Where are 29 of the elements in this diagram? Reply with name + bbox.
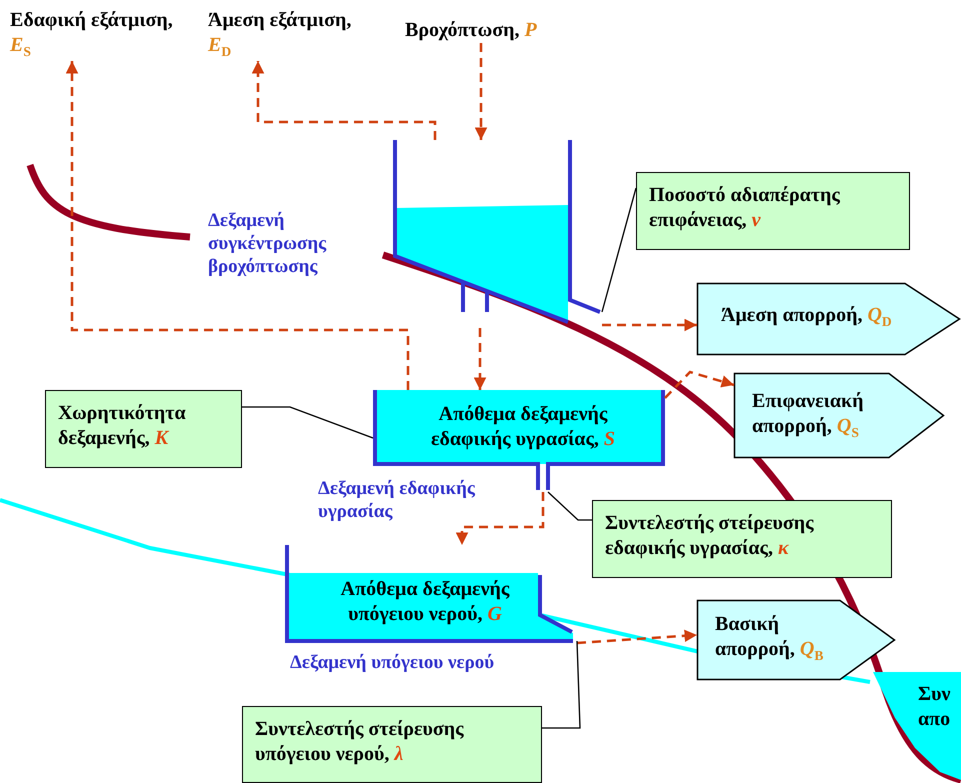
- outflow-label: Άμεση απορροή, Q$_{D}$: [721, 303, 893, 331]
- flow-arrow: [664, 370, 734, 399]
- parameter-box: Συντελεστής στείρευσης υπόγειου νερού, λ: [242, 706, 542, 783]
- flow-arrow: [66, 61, 410, 390]
- leader-line: [542, 640, 581, 729]
- flux-label: Βροχόπτωση, P: [405, 18, 605, 43]
- tank-name: Δεξαμενή εδαφικής υγρασίας: [318, 478, 476, 524]
- leader-line: [242, 406, 374, 439]
- parameter-box: Συντελεστής στείρευσης εδαφικής υγρασίας, κ: [592, 500, 892, 578]
- flow-arrow: [602, 318, 697, 332]
- channel-label: απο: [918, 707, 950, 732]
- outflow-label: Επιφανειακή απορροή, Q$_{S}$: [752, 389, 864, 442]
- flow-arrow: [456, 492, 544, 545]
- parameter-box: Χωρητικότητα δεξαμενής, K: [45, 390, 242, 468]
- storage-label: Απόθεμα δεξαμενής υπόγειου νερού, G: [340, 577, 510, 627]
- storage-label: Απόθεμα δεξαμενής εδαφικής υγρασίας, S: [430, 402, 616, 452]
- flux-label: Άμεση εξάτμιση, E$_{D}$: [208, 8, 378, 61]
- leader-line: [601, 188, 637, 312]
- channel-label: Συν: [918, 682, 950, 707]
- outflow-label: Βασική απορροή, Q$_{B}$: [715, 612, 824, 665]
- flux-label: Εδαφική εξάτμιση, E$_{S}$: [10, 8, 180, 61]
- flow-arrow: [474, 43, 488, 140]
- flow-arrow: [474, 328, 486, 390]
- flow-arrow: [576, 630, 698, 644]
- parameter-box: Ποσοστό αδιαπέρατης επιφάνειας, ν: [636, 172, 910, 250]
- tank-name: Δεξαμενή υπόγειου νερού: [290, 652, 496, 675]
- leader-line: [548, 492, 592, 521]
- tank-name: Δεξαμενή συγκέντρωσης βροχόπτωσης: [208, 210, 328, 278]
- flow-arrow: [252, 61, 436, 140]
